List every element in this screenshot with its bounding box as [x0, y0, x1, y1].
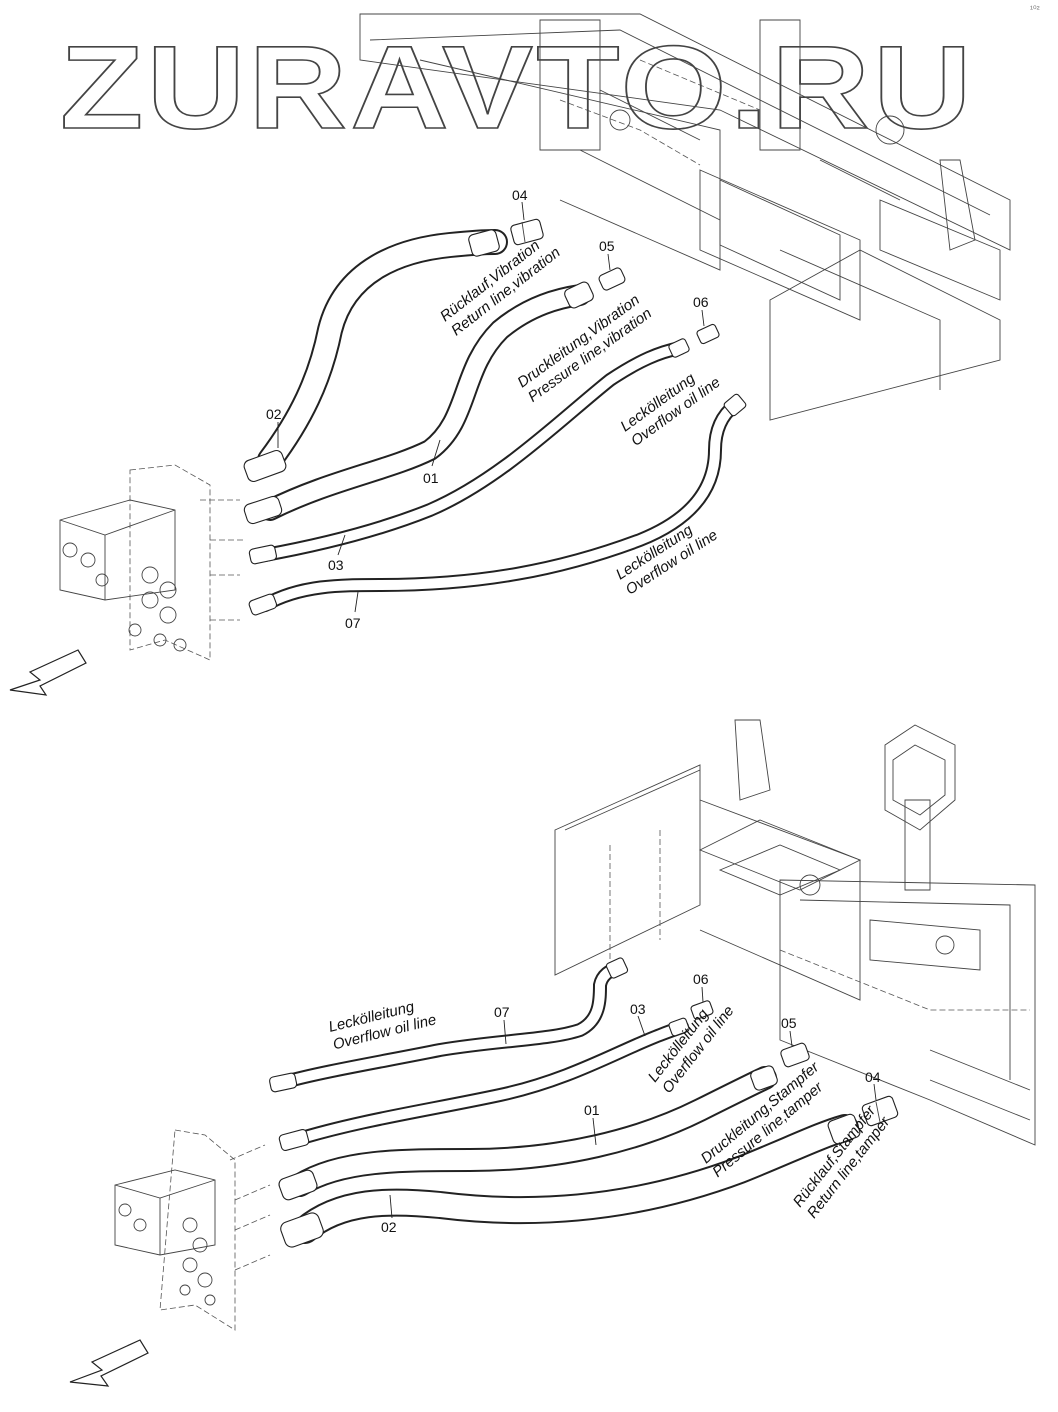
fitting-04-bottom: [861, 1095, 899, 1127]
corner-mark: ¹⁰²: [1030, 4, 1040, 14]
hose-02-top: [243, 229, 508, 483]
watermark: ZURAVTO.RU: [59, 21, 975, 155]
part-labels-top: 04 05 06 02 01 03 07: [266, 187, 709, 631]
fitting-05-top: [598, 267, 626, 291]
label-03-top: 03: [328, 557, 344, 573]
machine-frame-top: [359, 13, 1011, 421]
label-04-top: 04: [512, 187, 528, 203]
fitting-06-bottom: [690, 1000, 714, 1020]
label-04-bottom: 04: [865, 1069, 881, 1085]
hydraulic-manifold-top: [59, 464, 245, 661]
hose-03-top: [248, 338, 690, 565]
machine-frame-bottom: [554, 719, 1036, 1146]
fitting-04-top: [510, 218, 544, 246]
hose-07-bottom: [269, 957, 629, 1093]
fitting-05-bottom: [780, 1042, 810, 1068]
hose-03-bottom: [278, 1017, 690, 1152]
label-02-top: 02: [266, 406, 282, 422]
direction-arrow-bottom: [69, 1339, 149, 1387]
label-01-bottom: 01: [584, 1102, 600, 1118]
leader-lines-bottom: [389, 986, 877, 1219]
hose-07-top: [248, 393, 747, 616]
label-05-top: 05: [599, 238, 615, 254]
label-07-top: 07: [345, 615, 361, 631]
label-03-bottom: 03: [630, 1001, 646, 1017]
label-06-top: 06: [693, 294, 709, 310]
hydraulic-manifold-bottom: [114, 1129, 271, 1331]
watermark-text: ZURAVTO.RU: [60, 22, 975, 154]
hose-02-bottom: [280, 1113, 861, 1248]
label-06-bottom: 06: [693, 971, 709, 987]
hoses-bottom: [269, 957, 899, 1248]
label-07-bottom: 07: [494, 1004, 510, 1020]
direction-arrow-top: [9, 649, 87, 696]
label-01-top: 01: [423, 470, 439, 486]
label-05-bottom: 05: [781, 1015, 797, 1031]
label-02-bottom: 02: [381, 1219, 397, 1235]
leader-lines-top: [277, 201, 705, 613]
hoses-top: [243, 218, 747, 616]
fitting-06-top: [696, 323, 720, 345]
hose-01-bottom: [278, 1065, 778, 1201]
hose-01-top: [243, 281, 594, 525]
part-labels-bottom: 06 07 03 05 01 04 02: [381, 971, 881, 1235]
